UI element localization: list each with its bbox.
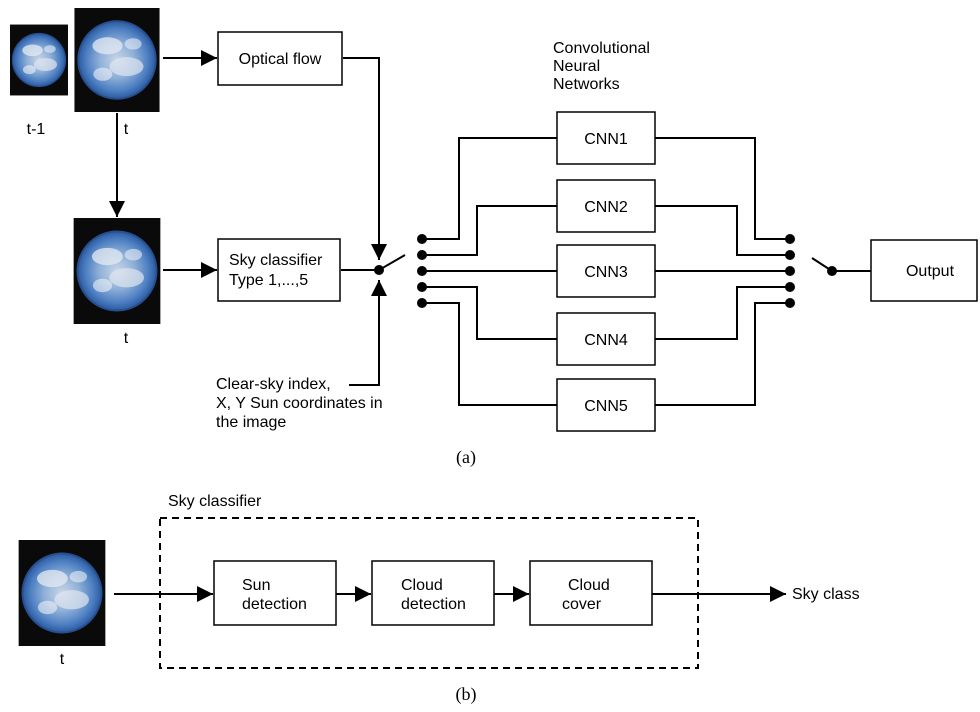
sky-image-panel-b [17,540,107,646]
sky-class-label: Sky class [792,586,860,603]
sun-detection-box [213,560,337,626]
image-label-t-minus-1: t-1 [27,121,46,138]
output-box [870,239,978,302]
cloud-detection-label-2: detection [401,596,466,613]
cnn2-label: CNN2 [584,199,628,216]
left-routing [422,137,557,406]
cnn-header-3: Networks [553,76,620,93]
sun-detection-label-2: detection [242,596,307,613]
image-label-t-lower: t [124,330,129,347]
optical-flow-to-junction [343,57,387,260]
cnn5-label: CNN5 [584,398,628,415]
left-terminals [417,234,427,308]
cloud-detection-label-1: Cloud [401,577,443,594]
sky-image-t [73,8,161,112]
sky-image-t-classifier [72,218,162,324]
image-label-t: t [124,121,129,138]
sun-detection-label-1: Sun [242,577,270,594]
output-label: Output [906,263,955,280]
cnn4-label: CNN4 [584,332,628,349]
optical-flow-label: Optical flow [239,51,322,68]
right-routing [655,137,790,406]
cloud-cover-label-2: cover [562,596,602,613]
input-switch [378,254,406,271]
sky-classifier-label-2: Type 1,...,5 [229,272,308,289]
cnn-header-2: Neural [553,58,600,75]
optical-flow-box [217,31,343,86]
cloud-detection-box [371,560,495,626]
sky-image-t-minus-1 [10,23,68,97]
sky-classifier-group-title: Sky classifier [168,493,262,510]
inputs-note-2: X, Y Sun coordinates in [216,395,383,412]
cnn-header-1: Convolutional [553,40,650,57]
cloud-cover-label-1: Cloud [568,577,610,594]
cnn1-label: CNN1 [584,131,628,148]
sky-classifier-box [217,238,341,302]
panel-b: t Sky classifier Sun detection Cloud det… [17,493,860,705]
inputs-to-junction [349,280,387,386]
inputs-note-1: Clear-sky index, [216,376,331,393]
image-label-b: t [60,651,65,668]
caption-b: (b) [456,684,477,705]
cnn3-label: CNN3 [584,264,628,281]
panel-a: t-1 t t Optical flow Sky classifier Type… [10,8,978,468]
sky-classifier-label-1: Sky classifier [229,252,323,269]
caption-a: (a) [456,447,476,468]
cloud-cover-box [529,560,653,626]
inputs-note-3: the image [216,414,286,431]
right-terminals [785,234,795,308]
